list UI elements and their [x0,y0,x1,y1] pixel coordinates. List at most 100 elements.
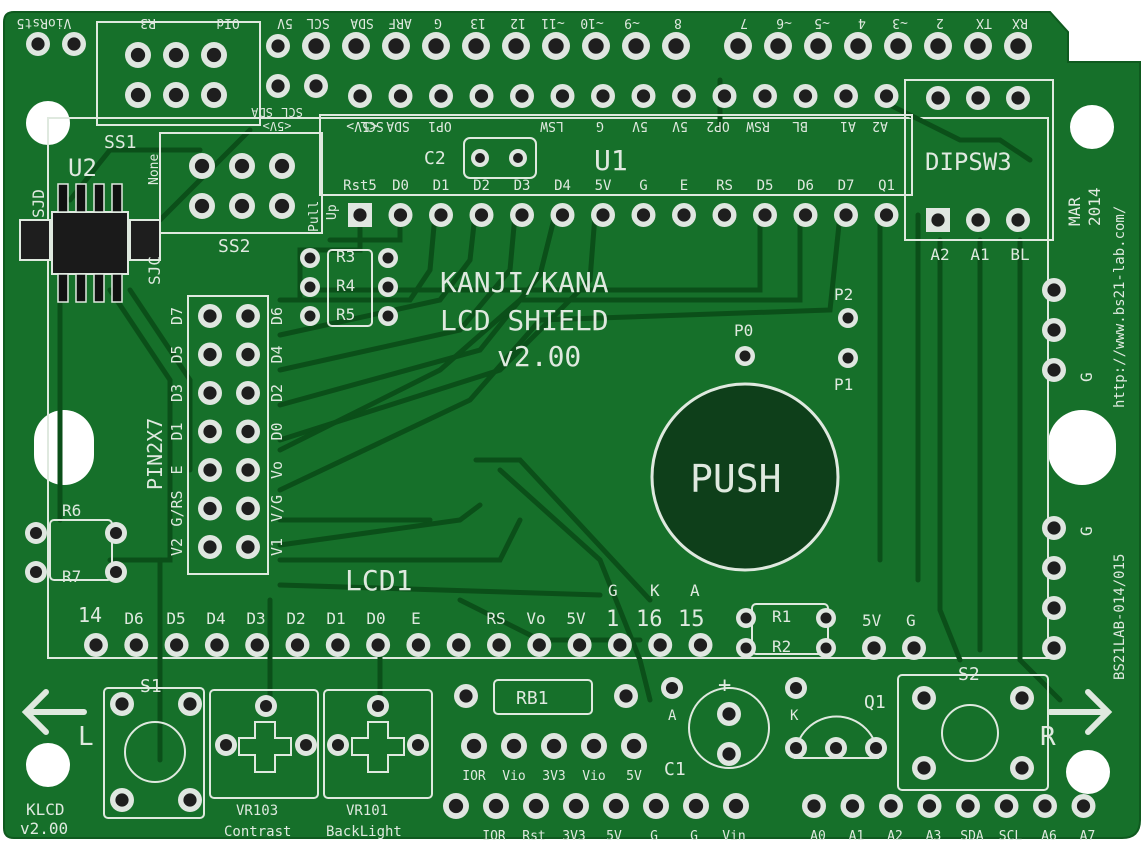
pad-hole [770,38,786,54]
arrow-l-letter: L [78,722,94,752]
pad-hole [728,798,744,814]
pad-hole [508,38,524,54]
pad-hole [452,638,466,652]
u2-pin [75,273,87,303]
header-pin-label: 5V [277,15,293,30]
u1-pin-label: 5V [595,178,612,194]
lcd-pin-label: E [411,609,421,628]
u1-pin-label: D4 [554,178,571,194]
pad-hole [304,252,316,264]
dipsw-label: DIPSW3 [925,148,1012,176]
pad-hole [459,689,473,703]
copper-trace [277,212,843,493]
r2-label: R2 [772,637,791,656]
pad-hole [636,89,651,103]
u1-pin-label: Rst5 [343,178,377,194]
lcd-pin-14: 14 [78,603,102,627]
pad-hole [513,153,523,163]
pad-hole [241,463,255,477]
pad-hole [241,424,255,439]
serial-label: BS21LAB-014/015 [1112,554,1128,680]
pad-hole [183,793,197,807]
p1-label: P1 [834,375,853,394]
header-pin-label: 5V [626,769,642,784]
g-right-2: G [1077,526,1096,536]
u1-pin-label: 5V [672,118,688,133]
copper-trace [277,212,518,373]
pad-hole [1038,799,1052,813]
lcd-outline [47,117,1049,659]
mounting-hole [1070,105,1114,149]
header-pin-label: R3 [140,15,156,30]
pad-hole [67,37,81,51]
push-label: PUSH [690,457,782,501]
pad-hole [203,501,217,516]
pad-hole [241,309,255,323]
header-pin-label: TX [976,15,992,30]
header-pin-label: 2 [936,15,944,30]
pad-hole [890,38,906,54]
pad-hole [555,208,570,222]
u1-pin-label: BL [792,118,808,133]
pad-hole [648,798,664,814]
pin2x7-label: G/RS [168,490,186,526]
lcd-g-label: G [608,581,618,600]
header-pin-label: 8 [674,15,682,30]
none-label: None [147,154,162,185]
u1-pin-label: G [639,178,647,194]
pad-hole [722,747,736,761]
pad-hole [203,424,217,439]
pad-hole [546,738,562,754]
sjc-jumper [129,219,161,261]
pad-hole [917,691,931,705]
u2-pin [57,273,69,303]
rb1-label: RB1 [516,688,549,709]
header-pin-label: G [434,15,442,30]
pad-hole [259,699,273,713]
pad-hole [130,87,146,103]
pad-hole [740,642,752,654]
u1-pin-label: D6 [797,178,814,194]
pad-hole [393,89,408,103]
pin2x7-label: D3 [168,384,186,402]
vr101-label: VR101 [346,803,388,819]
header-pin-label: SDA [250,105,272,119]
header-pin-label: 13 [470,15,486,30]
g-right-1: G [1077,372,1096,382]
five-v-label: 5V [862,611,882,630]
copper-trace [277,212,803,453]
c1-plus: + [718,673,731,698]
pad-hole [867,641,881,655]
header-pin-label: 3V3 [542,769,565,784]
header-pin-label: ARF [388,15,412,30]
pad-hole [109,565,123,579]
pad-hole [353,89,367,103]
pad-hole [613,638,627,652]
pad-hole [31,37,45,51]
pad-hole [241,347,255,362]
lcd-pin-label: RS [486,609,505,628]
vr103-label: VR103 [236,803,278,819]
p2-label: P2 [834,285,853,304]
ss1-label: SS1 [104,132,137,153]
pad-hole [758,89,772,103]
r3-label: R3 [336,247,355,266]
pad-hole [842,312,854,324]
date-month: MAR [1065,197,1084,226]
header-pin-label: A3 [926,829,942,844]
header-pin-label: 7 [740,15,748,30]
pad-hole [299,738,313,752]
pad-hole [448,798,464,814]
pad-hole [382,252,394,264]
header-pin-label: G [690,829,698,844]
pad-hole [203,540,217,554]
lcd-k-label: K [650,581,660,600]
pad-hole [434,89,448,103]
pad-hole [839,89,853,103]
pad-hole [839,208,853,222]
pad-hole [677,208,691,222]
copper-trace [107,287,173,563]
pad-hole [555,89,570,103]
